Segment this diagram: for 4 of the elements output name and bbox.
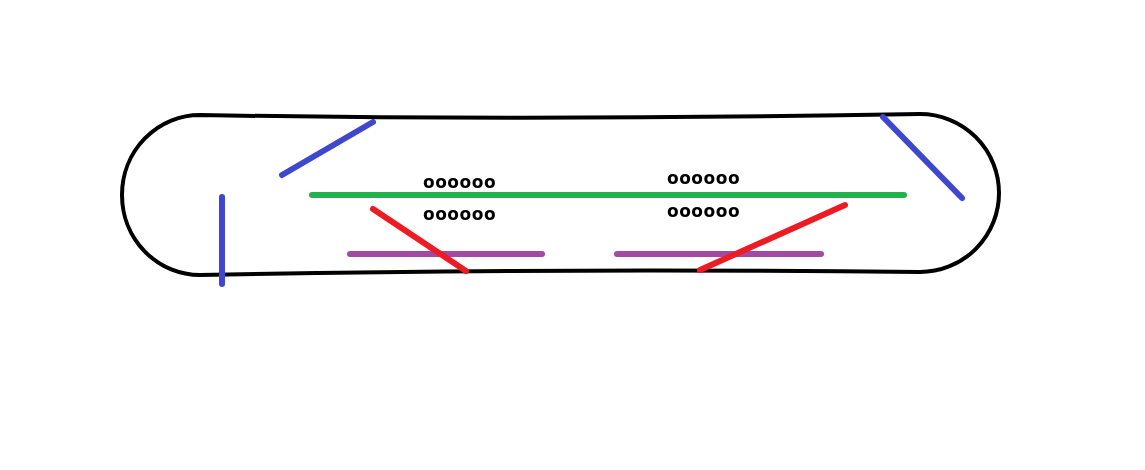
letter-row: oooooo bbox=[667, 203, 741, 220]
letter-row: oooooo bbox=[667, 170, 741, 187]
letter-row: oooooo bbox=[423, 206, 497, 223]
letter-row: oooooo bbox=[423, 174, 497, 191]
